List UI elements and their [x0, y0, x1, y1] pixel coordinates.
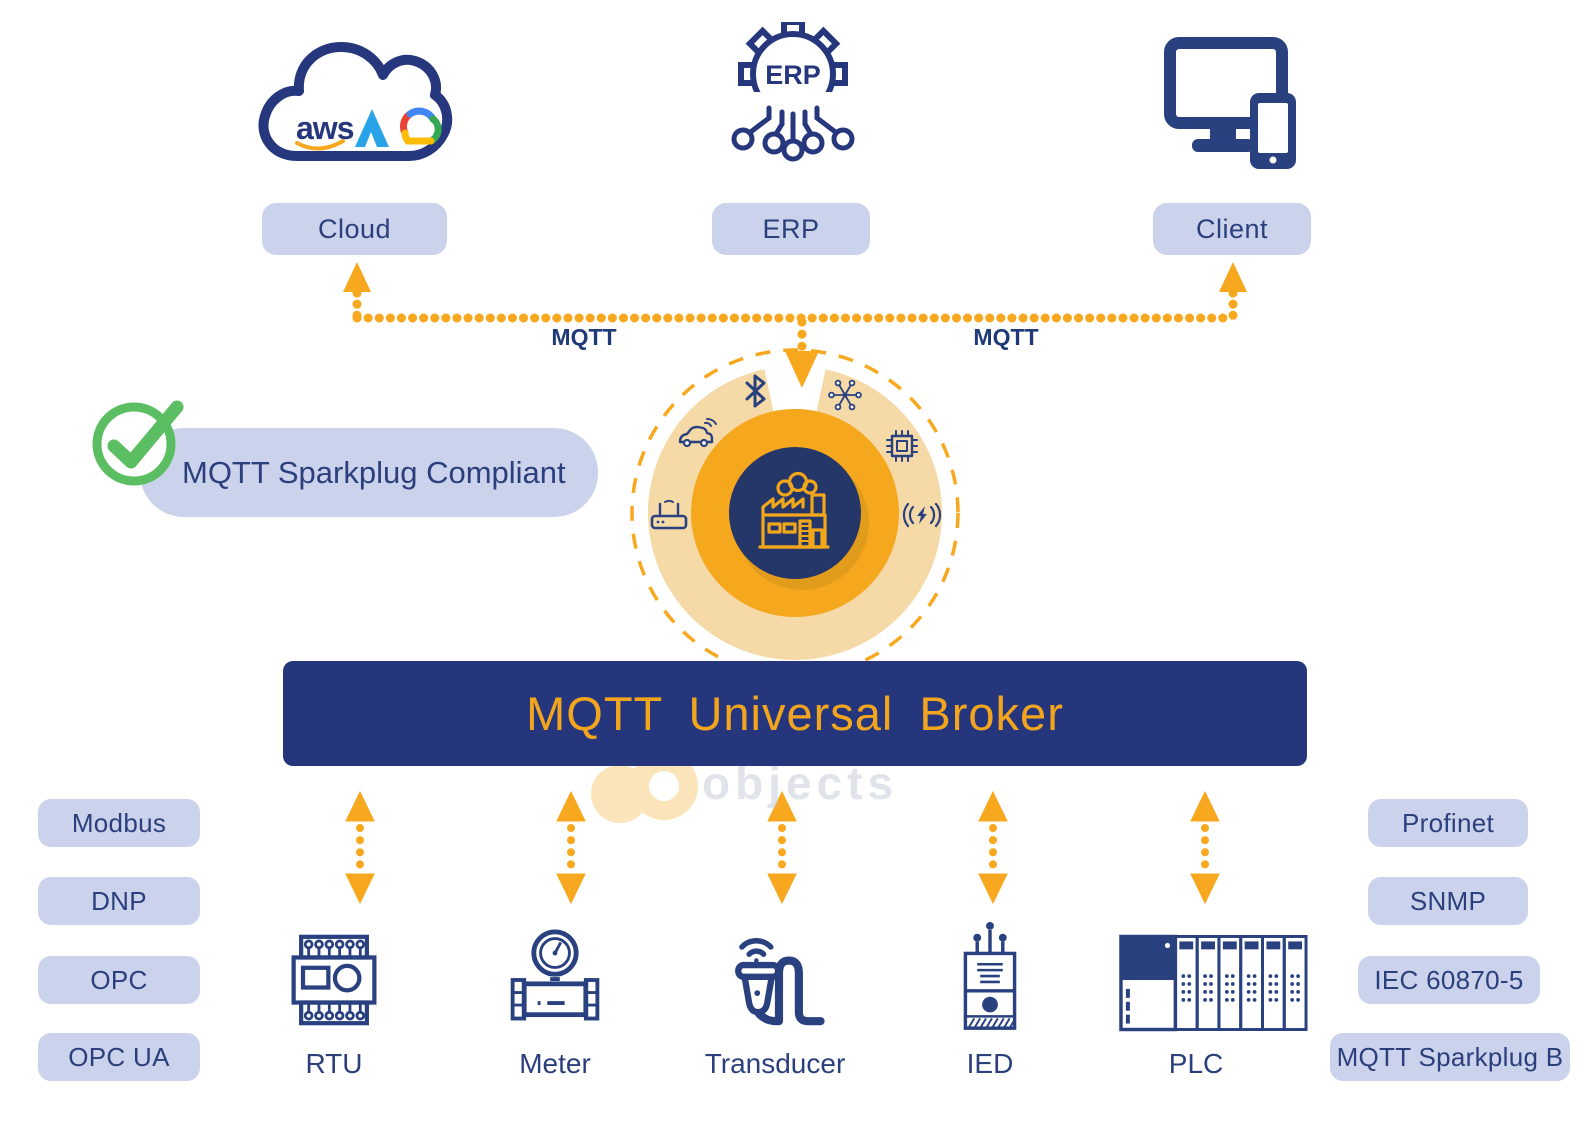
meter-icon — [510, 929, 600, 1021]
wireless-power-icon — [902, 502, 942, 528]
arrow-up-cloud — [343, 262, 371, 292]
protocol-pill-profinet: Profinet — [1368, 799, 1528, 847]
protocol-pill-opc: OPC — [38, 956, 200, 1004]
erp-gear-icon: ERP — [731, 22, 855, 162]
device-label-rtu: RTU — [305, 1048, 363, 1079]
device-label-meter: Meter — [519, 1048, 591, 1079]
router-icon — [650, 499, 688, 530]
gcp-logo — [399, 107, 442, 145]
device-label-plc: PLC — [1168, 1048, 1224, 1079]
protocol-pill-dnp: DNP — [38, 877, 200, 925]
client-label: Client — [1195, 213, 1269, 244]
cloud-icon: aws — [258, 42, 453, 161]
protocol-pill-modbus: Modbus — [38, 799, 200, 847]
compliance-pill: MQTT Sparkplug Compliant — [140, 428, 598, 517]
mqtt-bus-label-right: MQTT — [973, 324, 1039, 350]
transducer-icon — [735, 938, 825, 1026]
protocol-label: OPC — [90, 964, 148, 995]
erp-circuit-lines — [731, 105, 855, 162]
protocol-pill-iec: IEC 60870-5 — [1358, 956, 1540, 1004]
factory-icon — [758, 471, 830, 549]
aws-smile — [295, 139, 345, 151]
protocol-label: SNMP — [1409, 885, 1487, 916]
broker-device-arrows — [345, 790, 1220, 905]
ied-icon — [963, 921, 1017, 1030]
device-label-transducer: Transducer — [704, 1048, 846, 1079]
protocol-pill-snmp: SNMP — [1368, 877, 1528, 925]
protocol-label: Profinet — [1401, 807, 1494, 838]
broker-banner: MQTT Universal Broker — [283, 661, 1307, 766]
chip-icon — [886, 430, 918, 462]
bluetooth-icon — [745, 374, 766, 408]
protocol-label: OPC UA — [68, 1041, 170, 1072]
iot-hub — [630, 348, 960, 678]
protocol-label: IEC 60870-5 — [1374, 964, 1524, 995]
watermark-logo — [591, 752, 698, 823]
phone-icon — [1250, 93, 1296, 169]
plc-icon — [1119, 934, 1308, 1032]
rtu-icon — [291, 934, 377, 1026]
connected-car-icon — [678, 418, 717, 448]
check-icon — [92, 400, 184, 486]
protocol-pill-opcua: OPC UA — [38, 1033, 200, 1081]
compliance-label: MQTT Sparkplug Compliant — [182, 454, 566, 490]
erp-label: ERP — [762, 213, 820, 244]
client-devices-icon — [1164, 37, 1296, 169]
cloud-label: Cloud — [317, 213, 392, 244]
arrow-down-hub — [785, 351, 819, 388]
azure-logo — [355, 109, 389, 147]
broker-title: MQTT Universal Broker — [526, 687, 1064, 740]
mesh-network-icon — [828, 379, 862, 411]
arrow-up-client — [1219, 262, 1247, 292]
protocol-pill-sparkplugb: MQTT Sparkplug B — [1330, 1033, 1570, 1081]
device-label-ied: IED — [966, 1048, 1014, 1079]
client-label-pill: Client — [1153, 203, 1311, 255]
erp-label-pill: ERP — [712, 203, 870, 255]
protocol-label: DNP — [91, 885, 147, 916]
protocol-label: MQTT Sparkplug B — [1336, 1041, 1564, 1072]
erp-gear-text: ERP — [765, 60, 821, 90]
protocol-label: Modbus — [71, 807, 167, 838]
mqtt-bus-label-left: MQTT — [551, 324, 617, 350]
cloud-label-pill: Cloud — [262, 203, 447, 255]
aws-logo: aws — [296, 110, 354, 146]
